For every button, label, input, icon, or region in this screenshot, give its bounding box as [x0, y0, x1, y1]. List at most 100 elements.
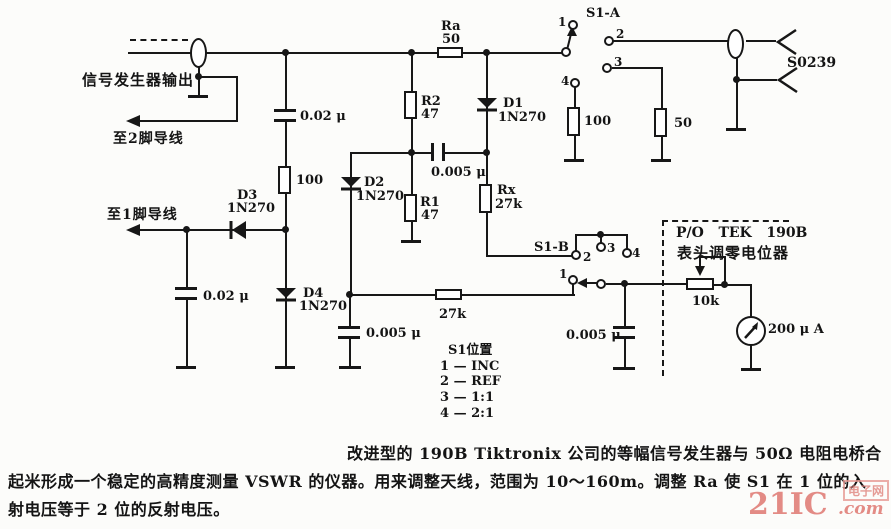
capacitor-002-top: [274, 109, 296, 122]
ground-symbol: [741, 368, 761, 371]
switch-b-contact-1: [568, 275, 578, 285]
legend-item: 2 — REF: [440, 374, 502, 390]
wire: [736, 56, 738, 130]
ground-symbol: [275, 366, 295, 369]
arrowhead: [577, 278, 587, 288]
meter-needle: [744, 322, 758, 339]
s1-position-legend: S1位置 1 — INC 2 — REF 3 — 1:1 4 — 2:1: [440, 344, 501, 420]
junction-dot: [483, 149, 490, 156]
rx-name-label: Rx: [497, 183, 516, 198]
cap-0005-right-label: 0.005 μ: [566, 328, 621, 343]
cap-002-bottom-label: 0.02 μ: [203, 289, 249, 304]
switch-b-c1-label: 1: [559, 267, 568, 281]
r2-name-label: R2: [421, 94, 441, 109]
d1-part-label: 1N270: [498, 110, 547, 125]
meter-200ua: [736, 316, 766, 346]
ground-symbol: [401, 240, 421, 243]
wire: [137, 120, 238, 122]
diode-d4: [276, 288, 296, 302]
res-100-left-label: 100: [296, 173, 324, 188]
cap-002-top-label: 0.02 μ: [300, 109, 346, 124]
module-title: P/O TEK 190B: [676, 225, 808, 241]
watermark-suffix: .com: [838, 499, 884, 519]
ground-symbol: [176, 366, 196, 369]
resistor-27k: [435, 289, 462, 300]
d3-part-label: 1N270: [227, 201, 276, 216]
switch-a-contact-2: [604, 36, 614, 46]
switch-b-pole: [596, 279, 606, 289]
ra-value-label: 50: [442, 32, 461, 47]
junction-dot: [282, 49, 289, 56]
switch-a-c3-label: 3: [614, 55, 623, 69]
meter-value-label: 200 μ A: [768, 322, 824, 337]
wire: [236, 76, 238, 122]
arrowhead: [126, 224, 140, 236]
wire: [575, 234, 577, 252]
signal-generator-output-label: 信号发生器输出: [82, 71, 195, 89]
potentiometer-10k: [686, 278, 714, 290]
plug-fork-bottom: [776, 66, 798, 94]
switch-b-c3-label: 3: [607, 241, 616, 255]
switch-a-contact-3: [602, 63, 612, 73]
junction-dot: [195, 73, 202, 80]
capacitor-0005-left: [338, 326, 360, 339]
wire: [128, 52, 568, 54]
ground-symbol: [651, 159, 671, 162]
capacitor-0005-right: [613, 326, 635, 339]
to-pin2-label: 至2脚导线: [113, 131, 184, 147]
junction-dot: [346, 291, 353, 298]
wire: [724, 256, 726, 286]
switch-a-c2-label: 2: [616, 27, 625, 41]
wire: [746, 40, 776, 42]
module-border: [662, 220, 664, 376]
wire: [486, 255, 574, 257]
watermark-tag: 电子网: [843, 480, 890, 501]
junction-dot: [721, 281, 728, 288]
resistor-ra: [437, 47, 463, 58]
legend-item: 3 — 1:1: [440, 389, 494, 405]
wire: [714, 284, 752, 286]
plug-fork-top: [775, 28, 797, 56]
d3-name-label: D3: [237, 188, 258, 203]
diode-d1: [477, 98, 497, 112]
res-100-switch-label: 100: [584, 114, 612, 129]
coax-connector-s0239: [727, 29, 744, 59]
legend-item: 1 — INC: [440, 358, 500, 374]
caption-line-2: 起米形成一个稳定的高精度测量 VSWR 的仪器。用来调整天线，范围为 10～16…: [8, 472, 867, 491]
ground-symbol: [188, 95, 208, 98]
wire: [737, 79, 777, 81]
wire: [750, 284, 752, 317]
junction-dot: [282, 226, 289, 233]
switch-b-c4-label: 4: [632, 246, 641, 260]
wire: [572, 282, 574, 296]
junction-dot: [597, 231, 604, 238]
legend-item: 4 — 2:1: [440, 405, 494, 421]
wire: [699, 256, 726, 258]
ground-symbol: [339, 366, 361, 369]
r1-name-label: R1: [420, 195, 440, 210]
diode-d2: [341, 177, 361, 191]
d2-name-label: D2: [364, 175, 385, 190]
arrowhead: [567, 26, 577, 36]
junction-dot: [733, 76, 740, 83]
arrowhead: [126, 115, 140, 127]
resistor-100-left: [278, 166, 291, 194]
ground-symbol: [564, 159, 584, 162]
wire: [613, 40, 730, 42]
capacitor-0005-mid: [431, 143, 445, 161]
switch-a-c1-label: 1: [558, 15, 567, 29]
watermark-brand: 21IC: [748, 487, 828, 522]
switch-b-contact-3: [596, 242, 606, 252]
switch-a-pole: [561, 47, 571, 57]
wire: [350, 152, 488, 154]
coax-connector-input: [190, 38, 207, 68]
ground-symbol: [613, 367, 635, 370]
caption-line-3: 射电压等于 2 位的反射电压。: [8, 500, 230, 519]
junction-dot: [408, 49, 415, 56]
diode-d3: [229, 221, 246, 239]
resistor-r2: [404, 91, 417, 119]
resistor-r1: [404, 194, 417, 222]
r2-value-label: 47: [421, 107, 440, 122]
junction-dot: [621, 280, 628, 287]
